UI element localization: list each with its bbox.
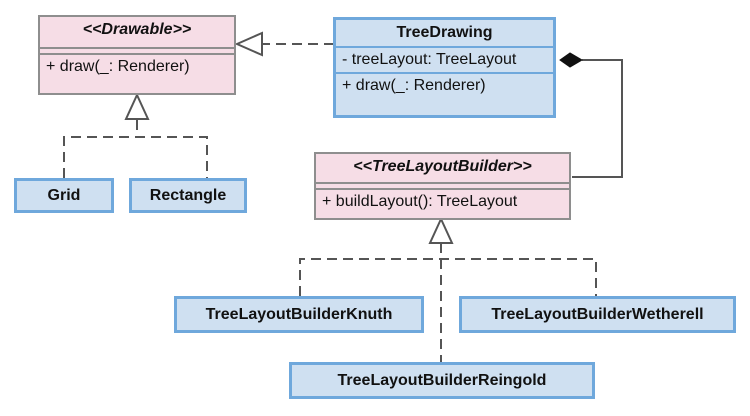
- class-drawable-method-draw: + draw(_: Renderer): [46, 58, 190, 75]
- class-rectangle-title: Rectangle: [149, 186, 227, 204]
- class-grid-title: Grid: [47, 186, 81, 204]
- class-treelayoutbuilderwetherell[interactable]: TreeLayoutBuilderWetherell: [459, 296, 736, 333]
- class-treelayoutbuilder-divider: [316, 182, 569, 184]
- class-treedrawing-attribute-treelayout: - treeLayout: TreeLayout: [342, 51, 517, 68]
- class-drawable-title: <<Drawable>>: [82, 21, 192, 38]
- class-treedrawing-divider-1: [336, 46, 553, 48]
- class-treelayoutbuilder-method-buildlayout: + buildLayout(): TreeLayout: [322, 193, 518, 210]
- class-treelayoutbuilderreingold-title: TreeLayoutBuilderReingold: [337, 371, 547, 389]
- composition-treedrawing-builder: [572, 59, 623, 178]
- class-treelayoutbuilderknuth[interactable]: TreeLayoutBuilderKnuth: [174, 296, 424, 333]
- class-treelayoutbuilder[interactable]: <<TreeLayoutBuilder>> + buildLayout(): T…: [314, 152, 571, 220]
- class-drawable[interactable]: <<Drawable>> + draw(_: Renderer): [38, 15, 236, 95]
- realization-arrowhead-drawable-bottom: [124, 92, 150, 120]
- class-treedrawing[interactable]: TreeDrawing - treeLayout: TreeLayout + d…: [333, 17, 556, 118]
- class-treelayoutbuilder-title: <<TreeLayoutBuilder>>: [353, 158, 532, 175]
- realization-arrowhead-drawable-right: [234, 31, 263, 57]
- class-treelayoutbuilderwetherell-title: TreeLayoutBuilderWetherell: [491, 305, 704, 323]
- realization-grid-rectangle-drawable: [63, 120, 208, 178]
- composition-diamond: [559, 52, 583, 68]
- class-treelayoutbuilderreingold[interactable]: TreeLayoutBuilderReingold: [289, 362, 595, 399]
- realization-builders-treelayoutbuilder: [299, 243, 597, 362]
- class-treedrawing-title: TreeDrawing: [396, 24, 493, 41]
- class-drawable-divider-2: [40, 53, 234, 55]
- realization-arrowhead-treelayoutbuilder: [428, 216, 454, 244]
- class-treedrawing-method-draw: + draw(_: Renderer): [342, 77, 486, 94]
- class-drawable-divider: [40, 47, 234, 49]
- class-treedrawing-divider-2: [336, 72, 553, 74]
- class-treelayoutbuilder-divider-2: [316, 188, 569, 190]
- class-treelayoutbuilderknuth-title: TreeLayoutBuilderKnuth: [205, 305, 393, 323]
- class-rectangle[interactable]: Rectangle: [129, 178, 247, 213]
- class-grid[interactable]: Grid: [14, 178, 114, 213]
